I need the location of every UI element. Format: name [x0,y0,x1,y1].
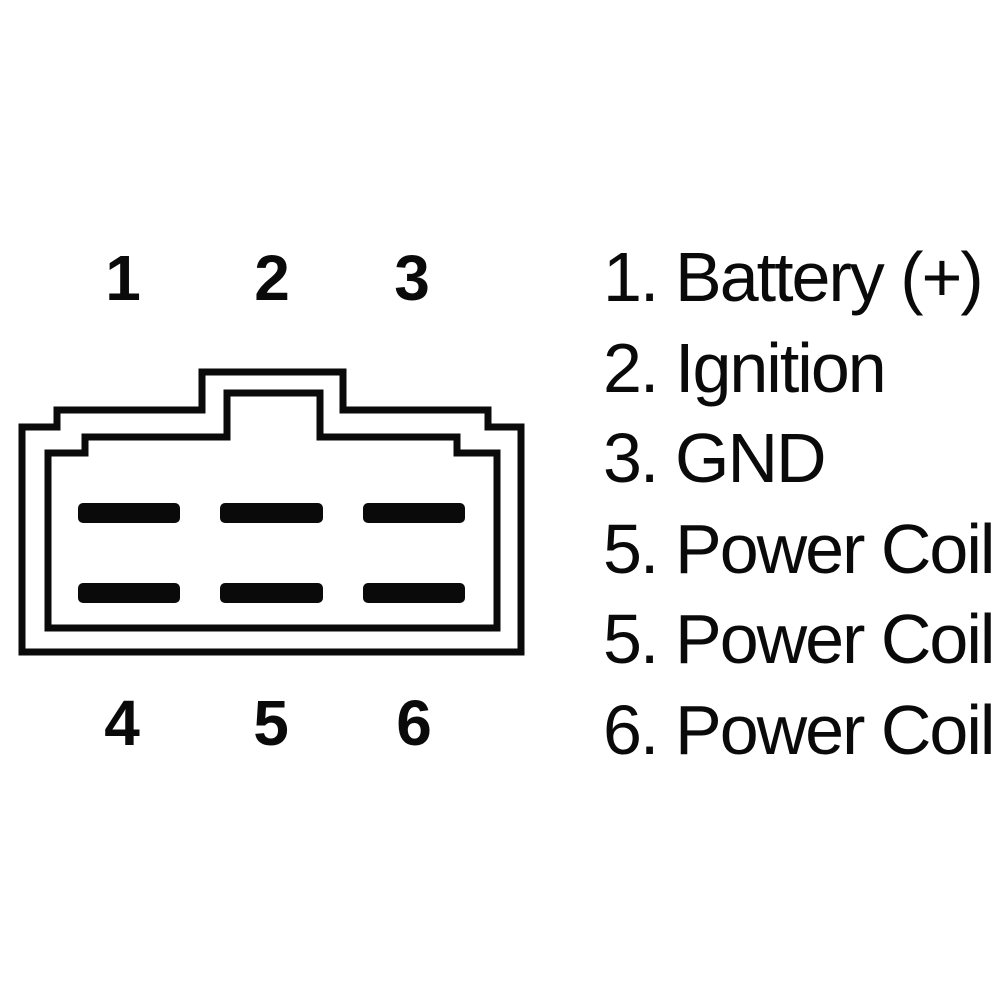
legend-label: GND [675,419,827,498]
legend-number: 1. [603,238,659,317]
legend-label: Power Coil [675,509,995,588]
legend-row-gnd: 3. GND [603,413,999,504]
legend-number: 6. [603,690,659,769]
pin-slot-6 [363,583,465,603]
pin-slot-3 [363,503,465,523]
legend-label: Power Coil [675,690,995,769]
legend-number: 3. [603,419,659,498]
pin-number-6: 6 [396,687,432,759]
legend-row-battery: 1. Battery (+) [603,232,999,323]
legend-row-power-coil-c: 6. Power Coil [603,685,999,776]
legend-label: Battery (+) [675,238,984,317]
legend-row-power-coil-a: 5. Power Coil [603,504,999,595]
pin-number-1: 1 [105,242,141,314]
pin-number-2: 2 [254,242,290,314]
pin-number-3: 3 [394,242,430,314]
pin-number-5: 5 [253,687,289,759]
pin-legend: 1. Battery (+) 2. Ignition 3. GND 5. Pow… [603,232,999,775]
pin-number-4: 4 [104,687,140,759]
legend-number: 5. [603,509,659,588]
legend-number: 5. [603,600,659,679]
pin-slot-5 [220,583,323,603]
legend-row-power-coil-b: 5. Power Coil [603,594,999,685]
pin-slot-4 [78,583,180,603]
legend-row-ignition: 2. Ignition [603,323,999,414]
pin-slot-1 [78,503,180,523]
legend-number: 2. [603,328,659,407]
legend-label: Power Coil [675,600,995,679]
legend-label: Ignition [675,328,887,407]
pin-slot-2 [220,503,323,523]
